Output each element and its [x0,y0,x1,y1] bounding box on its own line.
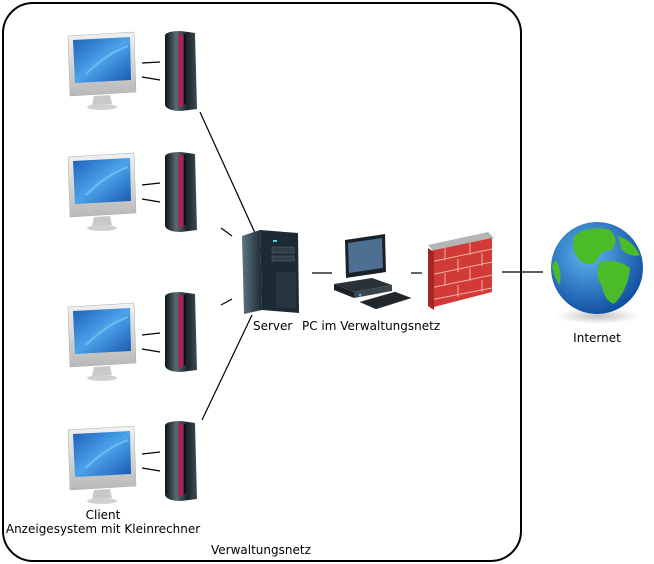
internet-label: Internet [573,331,621,345]
client-3[interactable] [67,292,197,382]
firewall[interactable] [428,232,494,310]
pc-label: PC im Verwaltungsnetz [302,319,441,333]
tower-computer-icon [165,421,197,501]
brick-wall-firewall-icon [428,232,494,310]
pc[interactable] [334,234,412,310]
client-sublabel: Anzeigesystem mit Kleinrechner [5,522,201,536]
zone-label: Verwaltungsnetz [211,543,311,557]
desktop-pc-icon [334,234,412,310]
server-label: Server [253,319,293,333]
server[interactable] [242,230,299,314]
monitor-icon [67,425,137,505]
client-4[interactable] [67,421,197,505]
verwaltungsnetz-zone [2,2,522,562]
monitor-icon [67,302,137,382]
link-client2-server [220,227,233,237]
internet[interactable] [551,222,643,324]
connection-lines [141,61,543,472]
tower-computer-icon [165,292,197,372]
monitor-icon [67,152,137,232]
client-1[interactable] [67,31,197,111]
client-2[interactable] [67,152,197,232]
link-client3-server [220,298,233,306]
monitor-icon [67,31,137,111]
client-label: Client [85,508,121,522]
link-client4-server [201,314,253,421]
link-client1-server [199,111,256,234]
tower-computer-icon [165,152,197,232]
server-tower-icon [242,230,299,314]
globe-icon [551,222,643,324]
tower-computer-icon [165,31,197,111]
